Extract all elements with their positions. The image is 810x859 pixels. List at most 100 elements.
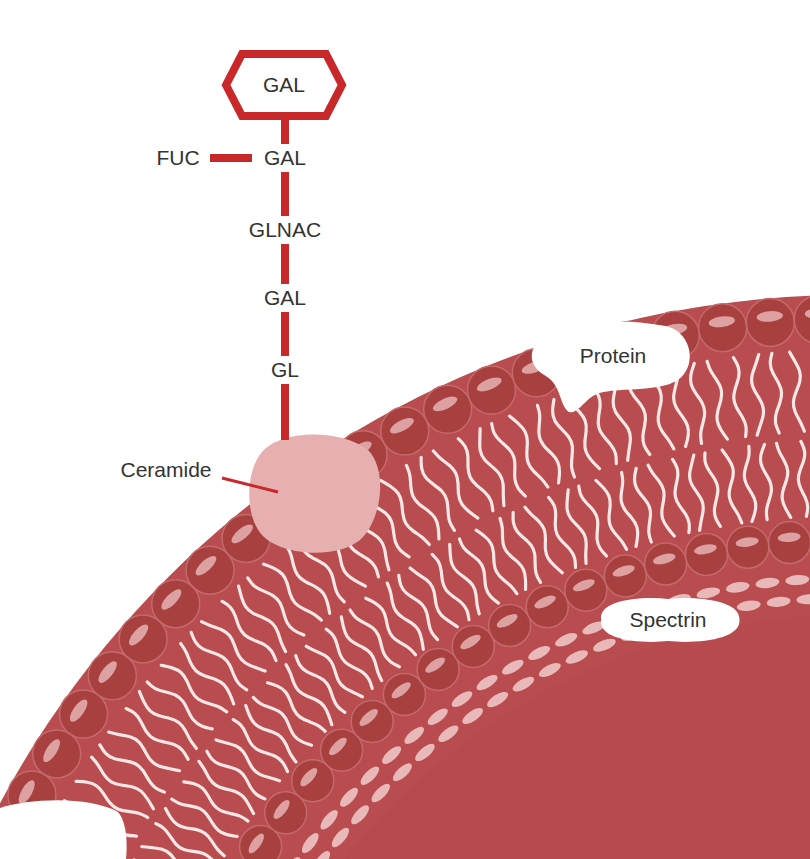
lipid-tail <box>181 644 234 705</box>
head-highlight <box>652 552 677 567</box>
lipid-tail <box>744 446 755 521</box>
lipid-tail <box>777 443 791 517</box>
spectrin-bead <box>736 599 761 613</box>
lipid-tail <box>433 451 477 518</box>
lipid-tail <box>264 564 322 620</box>
lipid-tail <box>458 439 493 511</box>
lipid-head <box>526 586 568 628</box>
spectrin-bead <box>537 660 563 680</box>
lipid-tail <box>199 761 254 813</box>
spectrin-bead <box>474 672 500 693</box>
head-highlight <box>431 394 459 415</box>
spectrin-bead <box>485 689 511 710</box>
head-highlight <box>229 521 256 546</box>
lipid-tail <box>690 455 704 530</box>
lipid-tail <box>761 444 772 519</box>
chain-link <box>281 384 289 440</box>
lipid-tail <box>513 512 541 582</box>
lipid-tail <box>161 665 227 712</box>
lipid-tail <box>341 617 381 681</box>
head-highlight <box>708 315 736 329</box>
head-highlight <box>389 680 413 702</box>
spectrin-bead <box>369 781 393 805</box>
head-highlight <box>298 765 320 788</box>
lipid-head <box>565 569 607 611</box>
spectrin-bead <box>785 574 810 586</box>
head-highlight <box>271 798 293 822</box>
fucose-link <box>210 154 252 162</box>
spectrin-bead <box>436 722 461 745</box>
lipid-head <box>452 625 494 667</box>
sugar-hexagon: GAL <box>222 50 346 120</box>
head-highlight <box>458 632 483 652</box>
cytoplasm <box>205 615 810 859</box>
node-text: GAL <box>263 73 305 96</box>
lipid-tail <box>752 355 764 436</box>
lipid-head <box>685 533 727 575</box>
head-highlight <box>95 658 120 685</box>
spectrin-bead <box>358 764 382 788</box>
lipid-tail <box>579 486 607 556</box>
sugar-label: GL <box>271 358 299 381</box>
lipid-tail <box>798 441 807 516</box>
lipid-tail <box>216 740 280 781</box>
lipid-tail <box>139 692 196 749</box>
lipid-head <box>746 298 794 346</box>
lipid-head <box>489 605 531 647</box>
lipid-tail <box>421 457 454 530</box>
lipid-tail <box>165 808 224 855</box>
spectrin-bead <box>591 636 617 654</box>
spectrin-bead <box>413 741 438 764</box>
head-highlight <box>495 611 520 630</box>
chain-link <box>281 172 289 216</box>
lipid-tail <box>253 697 311 745</box>
spectrin-outline <box>601 598 740 642</box>
spectrin-bead <box>402 724 427 747</box>
lipid-tail <box>92 757 154 809</box>
lipid-tail <box>500 518 526 589</box>
head-highlight <box>67 697 91 725</box>
leader-line <box>222 478 278 492</box>
spectrin-bead <box>425 705 450 727</box>
lipid-tail <box>246 706 296 762</box>
lipid-tail <box>707 361 727 439</box>
sugar-label: GLNAC <box>249 218 321 241</box>
chain-link <box>281 312 289 356</box>
spectrin-bead <box>755 577 780 590</box>
spectrin-bead <box>379 743 403 767</box>
lipid-tail <box>510 416 548 487</box>
lipid-head <box>604 555 646 597</box>
spectrin-bead <box>696 585 722 600</box>
membrane-protein: Protein <box>528 318 698 414</box>
lipid-tail <box>705 453 721 526</box>
lipid-head <box>699 304 747 352</box>
spectrin-bead <box>390 760 414 784</box>
lipid-tail <box>492 423 526 496</box>
lipid-tail <box>366 598 416 655</box>
lipid-head <box>424 385 472 433</box>
head-highlight <box>126 622 151 649</box>
spectrin-bead <box>348 803 372 827</box>
lipid-tail <box>381 480 430 544</box>
chain-link <box>281 116 289 144</box>
lipid-head <box>381 407 429 455</box>
spectrin-blob: Spectrin <box>592 596 744 644</box>
lipid-tail <box>673 459 690 532</box>
head-highlight <box>693 542 717 556</box>
cell-membrane <box>0 295 810 859</box>
head-highlight <box>357 706 380 728</box>
lipid-tail <box>207 751 265 799</box>
ceramide-blob <box>249 434 380 552</box>
lipid-tail <box>537 405 559 483</box>
lipid-tail <box>239 586 286 651</box>
spectrin-bead <box>766 596 791 609</box>
head-highlight <box>777 532 801 543</box>
lipid-tail <box>722 450 742 523</box>
spectrin-bead <box>337 785 361 809</box>
head-highlight <box>805 308 810 319</box>
spectrin-bead <box>299 831 322 856</box>
lipid-tail <box>184 782 248 821</box>
spectrin-bead <box>311 848 333 859</box>
head-highlight <box>756 310 783 323</box>
lipid-tail <box>549 497 576 567</box>
